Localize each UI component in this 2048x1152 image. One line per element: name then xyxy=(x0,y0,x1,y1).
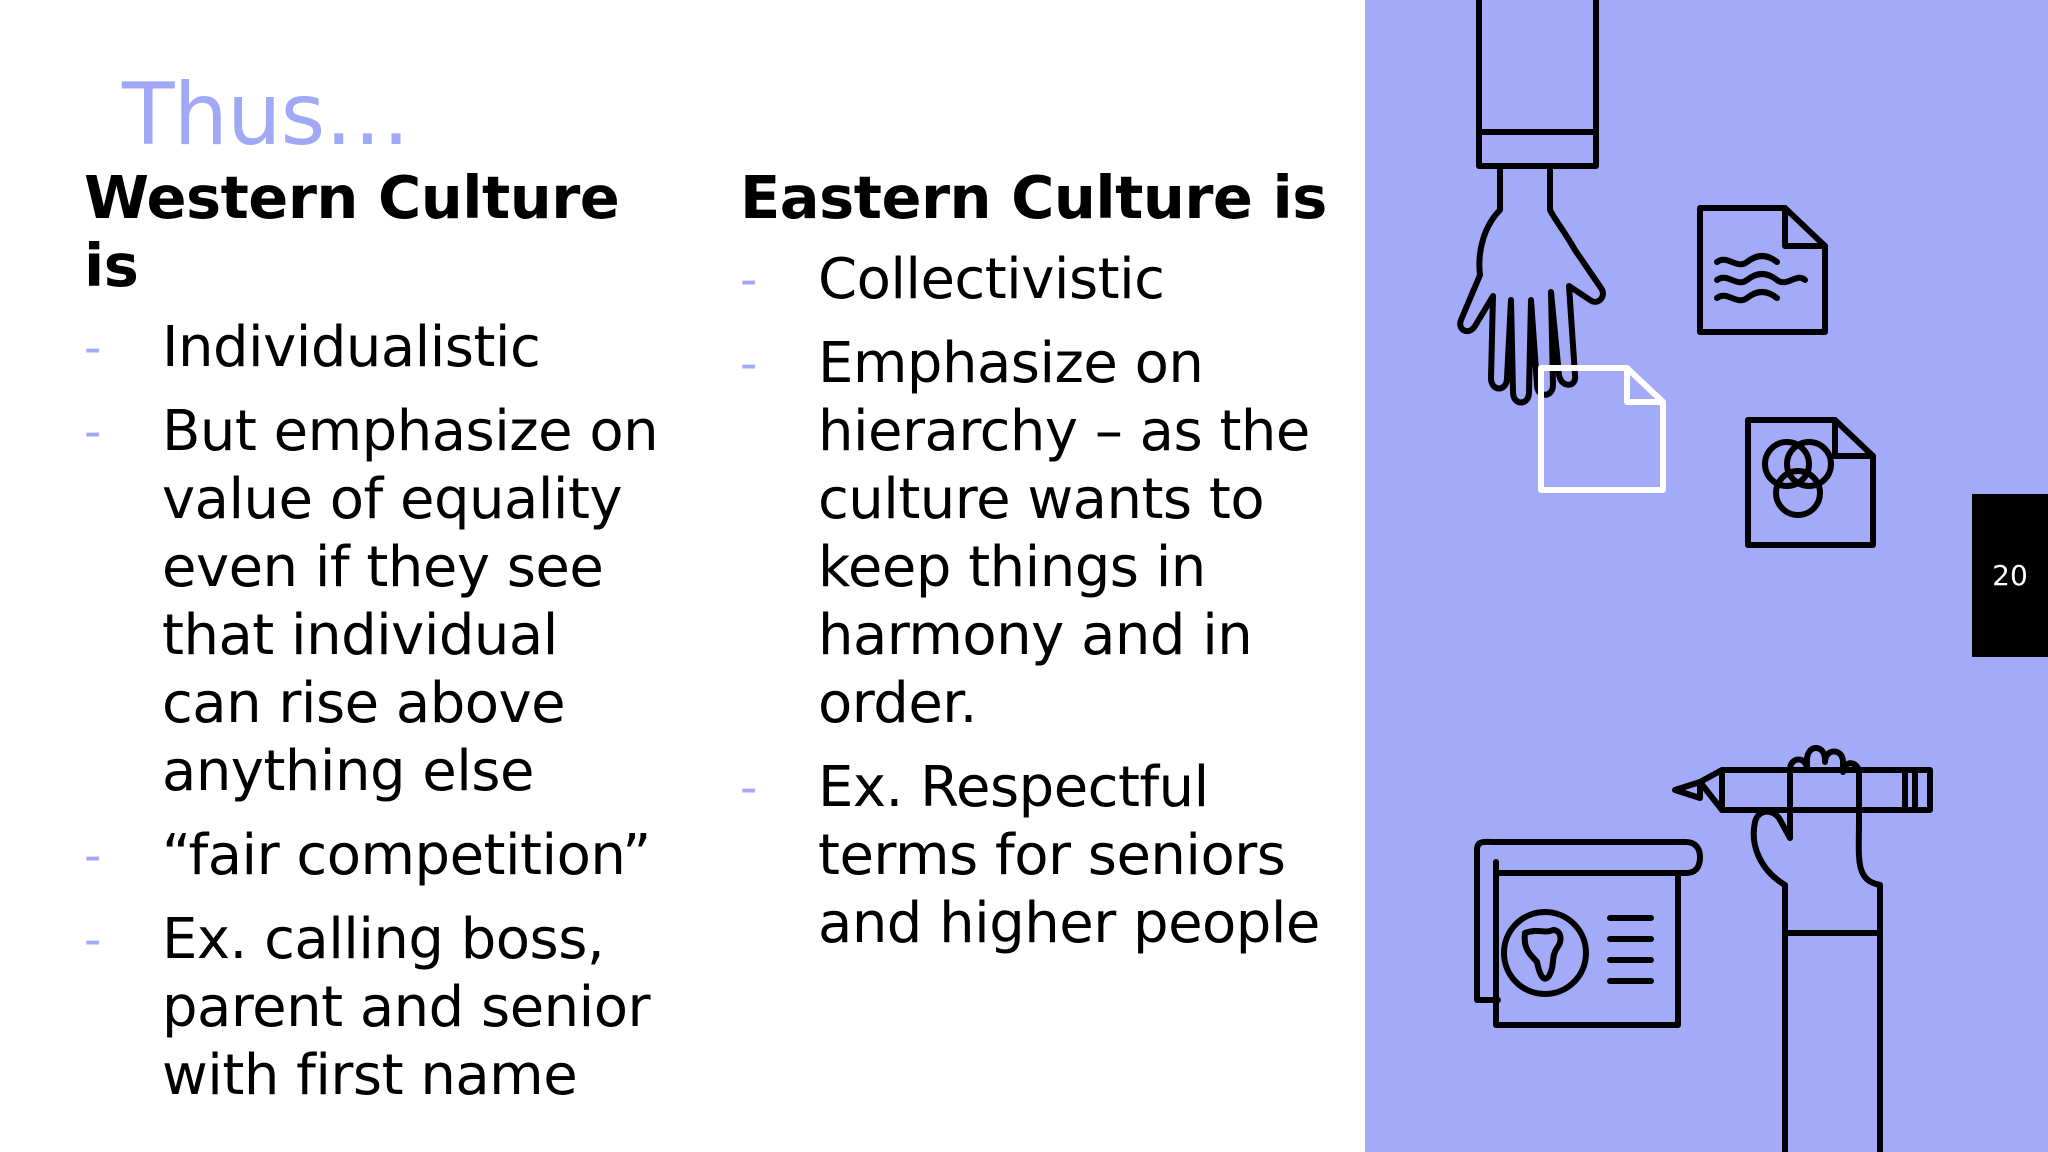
dash-bullet-icon: - xyxy=(740,760,757,816)
dash-bullet-icon: - xyxy=(84,320,101,376)
document-icon xyxy=(1697,205,1828,335)
list-item: - Individualistic xyxy=(84,314,674,382)
list-item: - But emphasize on value of equality even… xyxy=(84,398,674,806)
dash-bullet-icon: - xyxy=(740,252,757,308)
western-column: Western Culture is - Individualistic - But… xyxy=(84,164,674,1126)
globe-scroll-icon xyxy=(1474,838,1703,1028)
illustration-panel xyxy=(1365,0,2048,1152)
bullet-text: Individualistic xyxy=(162,315,541,380)
dash-bullet-icon: - xyxy=(84,404,101,460)
pencil-hand-icon xyxy=(1672,745,1933,1152)
eastern-column: Eastern Culture is - Collectivistic - Emph… xyxy=(740,164,1360,974)
eastern-heading: Eastern Culture is xyxy=(740,163,1327,232)
bullet-text: “fair competition” xyxy=(162,823,651,888)
bullet-text: Emphasize on hierarchy – as the culture … xyxy=(818,331,1310,736)
list-item: - Emphasize on hierarchy – as the culture… xyxy=(740,330,1360,738)
hand-icon xyxy=(1457,0,1606,406)
bullet-text: Collectivistic xyxy=(818,247,1165,312)
dash-bullet-icon: - xyxy=(740,336,757,392)
page-number: 20 xyxy=(1972,494,2048,657)
western-heading: Western Culture is xyxy=(84,163,620,300)
list-item: - Ex. Respectful terms for seniors and hi… xyxy=(740,754,1360,958)
list-item: - Ex. calling boss, parent and senior wit… xyxy=(84,906,674,1110)
list-item: - Collectivistic xyxy=(740,246,1360,314)
eastern-list: - Collectivistic - Emphasize on hierarchy … xyxy=(740,246,1360,958)
bullet-text: But emphasize on value of equality even … xyxy=(162,399,659,804)
slide-title: Thus… xyxy=(122,65,410,165)
bullet-text: Ex. calling boss, parent and senior with… xyxy=(162,907,650,1108)
dash-bullet-icon: - xyxy=(84,912,101,968)
bullet-text: Ex. Respectful terms for seniors and hig… xyxy=(818,755,1320,956)
western-list: - Individualistic - But emphasize on value… xyxy=(84,314,674,1110)
blank-page-icon xyxy=(1538,365,1666,493)
dash-bullet-icon: - xyxy=(84,828,101,884)
venn-file-icon xyxy=(1745,417,1876,548)
list-item: - “fair competition” xyxy=(84,822,674,890)
